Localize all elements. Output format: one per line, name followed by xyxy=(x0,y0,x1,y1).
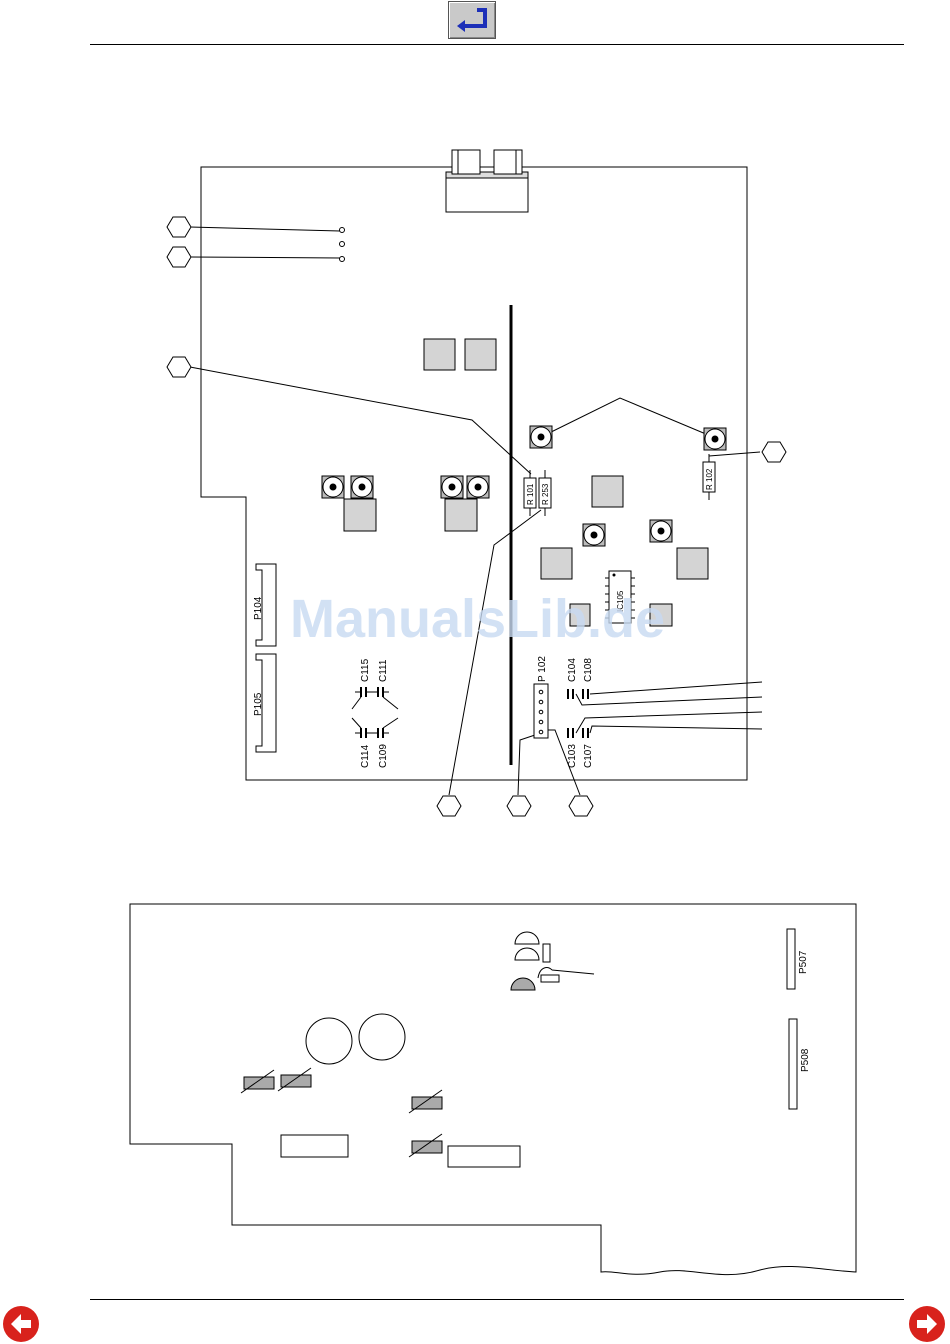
label-c111: C111 xyxy=(378,659,389,682)
next-page-button[interactable] xyxy=(909,1306,945,1342)
label-c103: C103 xyxy=(567,744,578,768)
label-p105: P105 xyxy=(253,692,264,716)
label-c104: C104 xyxy=(567,658,578,682)
label-c114: C114 xyxy=(360,744,371,768)
label-c108: C108 xyxy=(583,658,594,682)
footer-rule xyxy=(90,1299,904,1300)
label-p102: P 102 xyxy=(537,656,548,682)
label-p508: P508 xyxy=(800,1048,811,1072)
label-r253: R 253 xyxy=(541,483,550,505)
prev-page-button[interactable] xyxy=(3,1306,39,1342)
arrow-left-icon xyxy=(3,1306,39,1342)
arrow-right-icon xyxy=(909,1306,945,1342)
label-c109: C109 xyxy=(378,744,389,768)
label-c107: C107 xyxy=(583,744,594,768)
label-r102: R 102 xyxy=(705,468,714,490)
watermark: ManualsLib.de xyxy=(290,588,665,650)
label-p104: P104 xyxy=(253,596,264,620)
label-c115: C115 xyxy=(360,658,371,682)
label-r101: R 101 xyxy=(526,483,535,505)
label-p507: P507 xyxy=(798,950,809,974)
